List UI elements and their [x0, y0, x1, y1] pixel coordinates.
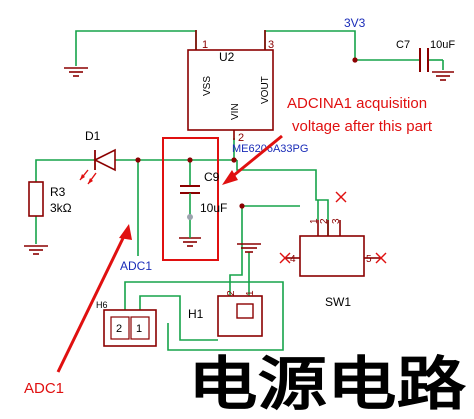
u2-regulator: 1 U2 3 2 VSS VOUT VIN ME6206A33PG [187, 30, 308, 155]
no-connect-icon [335, 191, 347, 203]
c9-highlight-box [162, 137, 219, 261]
arrow-to-c9 [227, 134, 283, 182]
wire-h6-loop-outer [124, 281, 284, 351]
sw1-pin-number: 1 [309, 218, 320, 224]
h1-pin-number: 2 [226, 290, 237, 296]
net-label-adc1: ADC1 [120, 259, 152, 273]
r3-value-label: 3kΩ [50, 201, 72, 215]
arrowhead-icon [222, 170, 238, 185]
d1-led: D1 [79, 129, 116, 185]
ground-symbols [24, 67, 454, 255]
c9-ref-label: C9 [204, 170, 220, 184]
sw1-pin-number: 2 [319, 218, 330, 224]
ground-symbol-c9 [179, 237, 201, 247]
r3-resistor: R3 3kΩ [28, 181, 72, 217]
c7-ref-label: C7 [396, 39, 410, 51]
annotation-adc1: ADC1 [24, 380, 64, 397]
net-label-3v3: 3V3 [344, 16, 366, 30]
annotation-arrows [56, 134, 283, 373]
h1-ref-label: H1 [188, 307, 204, 321]
h1-header: 2 1 H1 [188, 290, 263, 337]
annotation-adcina1-line1: ADCINA1 acquisition [287, 95, 427, 112]
u2-pin-vout: VOUT [260, 76, 271, 104]
c7-value-label: 10uF [430, 39, 455, 51]
wires [35, 30, 444, 351]
junctions [135, 57, 358, 209]
u2-pin-number: 2 [238, 132, 244, 144]
wire-vss-gnd [75, 30, 197, 66]
wire-sw-h1 [229, 206, 243, 296]
h1-pin-number: 1 [245, 290, 256, 296]
arrowhead-icon [119, 224, 132, 240]
h6-pin-number: 1 [136, 323, 142, 335]
junction-dot [239, 203, 245, 209]
diagram-title: 电源电路 [188, 352, 467, 417]
arrow-to-adc1 [56, 231, 128, 373]
c7-capacitor: C7 10uF [396, 39, 455, 72]
no-connect-icon [375, 252, 387, 264]
wire-switch-feed [236, 160, 329, 236]
u2-pin-number: 3 [268, 39, 274, 51]
c9-capacitor: C9 10uF [162, 137, 227, 261]
u2-body [187, 49, 274, 131]
u2-pin-vss: VSS [202, 76, 213, 96]
u2-pin-number: 1 [202, 39, 208, 51]
ground-symbol-vss [64, 67, 88, 77]
sw1-pin-number: 4 [290, 254, 296, 265]
wire-h6-loop-inner [139, 295, 218, 341]
junction-dot [187, 157, 193, 163]
ground-symbol-r3 [24, 245, 48, 255]
sw1-switch: 1 2 3 4 5 SW1 [279, 191, 387, 309]
d1-ref-label: D1 [85, 129, 101, 143]
u2-ref-label: U2 [219, 50, 235, 64]
r3-ref-label: R3 [50, 185, 66, 199]
junction-dot [231, 157, 237, 163]
h6-ref-label: H6 [96, 300, 108, 310]
u2-pin-vin: VIN [230, 103, 241, 120]
junction-dot [135, 157, 141, 163]
junction-dot [352, 57, 358, 63]
h6-header: H6 2 1 [96, 300, 157, 347]
no-connect-icon [279, 252, 291, 264]
wire-vout-3v3 [264, 30, 356, 60]
sw1-ref-label: SW1 [325, 295, 351, 309]
ground-symbol-h1 [237, 243, 261, 253]
ground-symbol-c7 [432, 71, 454, 81]
sw1-pin-number: 3 [331, 218, 342, 224]
wire-d1-r3 [35, 159, 95, 182]
h6-pin-number: 2 [116, 323, 122, 335]
annotation-adcina1-line2: voltage after this part [292, 118, 433, 135]
sw1-pin-number: 5 [366, 254, 372, 265]
c9-value-label: 10uF [200, 201, 227, 215]
u2-part-number: ME6206A33PG [232, 143, 308, 155]
c9-pin-dot [187, 214, 193, 220]
